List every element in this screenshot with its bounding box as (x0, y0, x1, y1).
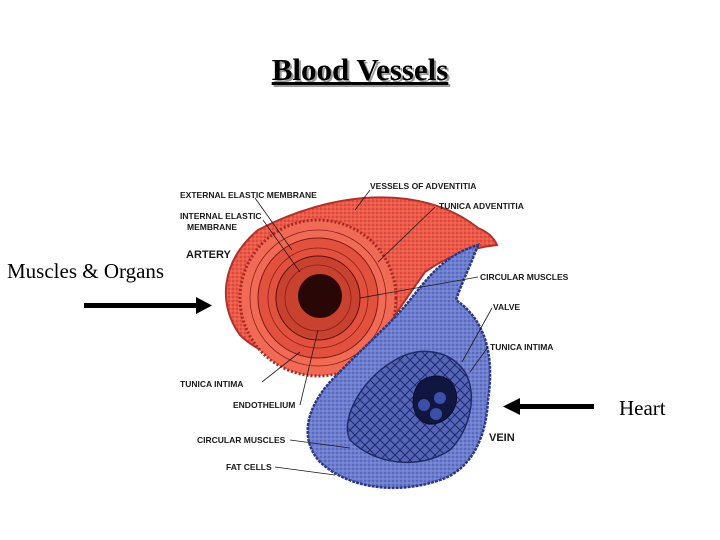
arrow-left-icon (503, 398, 594, 415)
valve-cusp (418, 399, 430, 411)
arrow-right-icon (84, 297, 212, 314)
label-tunica-intima-left: TUNICA INTIMA (180, 379, 243, 389)
label-artery: ARTERY (186, 249, 231, 261)
right-caption: Heart (619, 396, 666, 420)
label-external-elastic-membrane: EXTERNAL ELASTIC MEMBRANE (180, 190, 317, 200)
label-vein: VEIN (489, 432, 515, 444)
label-tunica-adventitia: TUNICA ADVENTITIA (439, 201, 524, 211)
valve-cusp (434, 392, 446, 404)
label-tunica-intima-right: TUNICA INTIMA (490, 342, 553, 352)
label-vessels-of-adventitia: VESSELS OF ADVENTITIA (370, 181, 476, 191)
valve-cusp (430, 408, 442, 420)
slide-title: Blood Vessels (271, 52, 449, 87)
label-circular-muscles-right: CIRCULAR MUSCLES (480, 272, 569, 282)
artery-illustration (224, 196, 499, 378)
label-endothelium: ENDOTHELIUM (233, 400, 295, 410)
artery-muscle-lines (249, 229, 387, 367)
label-fat-cells: FAT CELLS (226, 462, 272, 472)
label-valve: VALVE (493, 302, 520, 312)
label-internal-elastic-1: INTERNAL ELASTIC (180, 211, 262, 221)
label-circular-muscles-left: CIRCULAR MUSCLES (197, 435, 286, 445)
artery-lumen (298, 274, 342, 318)
left-caption: Muscles & Organs (7, 259, 165, 283)
label-internal-elastic-2: MEMBRANE (187, 222, 237, 232)
leader-lines (254, 189, 493, 476)
vein-illustration (306, 243, 492, 490)
